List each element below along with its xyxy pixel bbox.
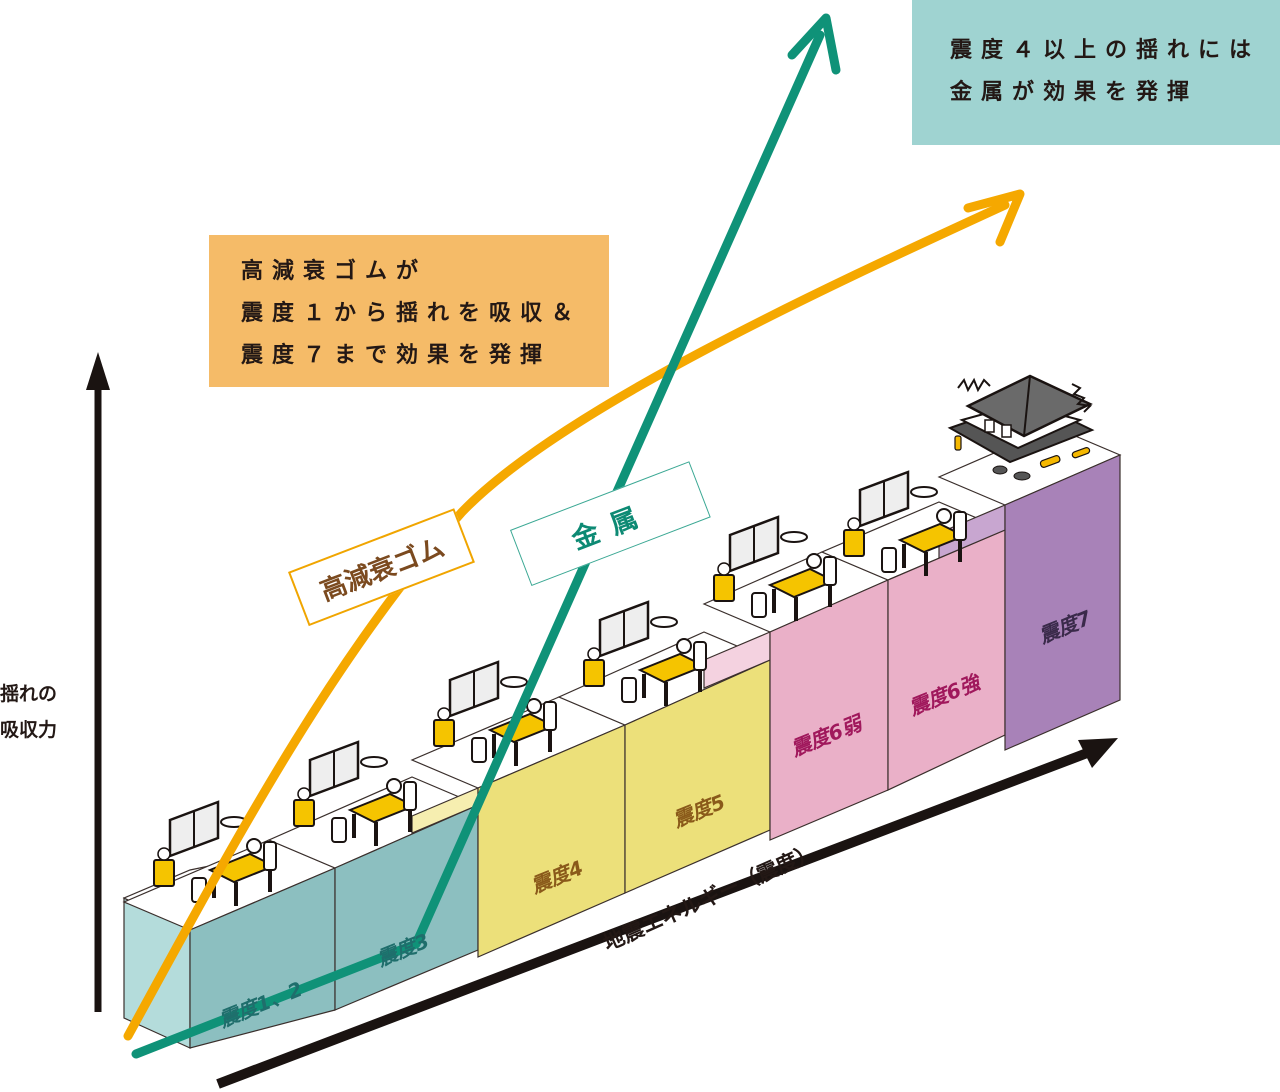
y-axis-arrow: [86, 352, 110, 1012]
callout-line: 震度７まで効果を発揮: [241, 343, 552, 368]
block-front-face: [1004, 454, 1121, 751]
rubber-effect-callout: 高減衰ゴムが 震度１から揺れを吸収＆ 震度７まで効果を発揮: [209, 235, 609, 387]
rubber-line: [123, 200, 1010, 1041]
room-furniture-icon: [153, 800, 277, 906]
metal-series: [131, 13, 841, 1059]
room-scenes: [153, 470, 967, 906]
y-axis-label: 揺れの 吸収力: [0, 676, 57, 748]
metal-line: [131, 30, 825, 1059]
room-furniture-icon: [583, 600, 707, 706]
y-axis-label-line: 吸収力: [0, 719, 58, 741]
collapsed-house-icon: [947, 374, 1095, 481]
room-furniture-icon: [843, 470, 967, 576]
metal-arrowhead: [787, 13, 841, 75]
callout-line: 震度１から揺れを吸収＆: [241, 301, 583, 326]
y-axis-label-line: 揺れの: [0, 683, 58, 705]
callout-line: 高減衰ゴムが: [241, 259, 428, 284]
rubber-series: [123, 189, 1025, 1041]
room-furniture-icon: [713, 515, 837, 621]
room-furniture-icon: [293, 740, 417, 846]
metal-effect-callout: 震度４以上の揺れには 金属が効果を発揮: [912, 0, 1280, 145]
x-axis-arrow: [216, 738, 1118, 1089]
callout-line: 金属が効果を発揮: [950, 80, 1199, 105]
callout-line: 震度４以上の揺れには: [950, 38, 1261, 63]
rubber-arrowhead: [963, 189, 1025, 247]
